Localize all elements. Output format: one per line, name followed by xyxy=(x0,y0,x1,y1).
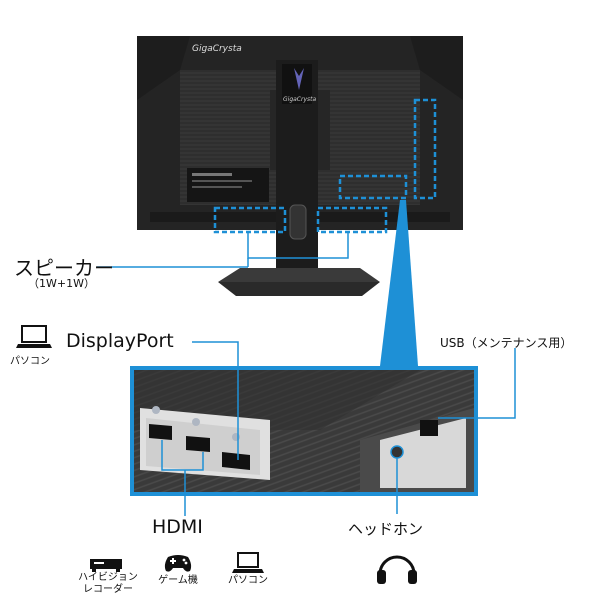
logo-text: GigaCrysta xyxy=(192,44,242,54)
brand-logo: GigaCrysta xyxy=(192,44,242,54)
port-callout-lines xyxy=(161,341,516,516)
displayport-label: DisplayPort xyxy=(66,330,174,352)
laptop-icon xyxy=(232,552,264,573)
zoom-funnel xyxy=(380,200,418,366)
laptop-icon xyxy=(16,325,52,348)
dp-device-label: パソコン xyxy=(10,356,50,367)
gamepad-label: ゲーム機 xyxy=(158,575,198,586)
speaker-title: スピーカー xyxy=(14,256,114,280)
zoom-panel xyxy=(130,366,478,496)
hdmi-label: HDMI xyxy=(152,516,203,538)
stand-logo-text: GigaCrysta xyxy=(283,96,317,103)
usb-label: USB（メンテナンス用） xyxy=(440,336,573,350)
headphone-label: ヘッドホン xyxy=(348,520,424,538)
recorder-label-line2: レコーダー xyxy=(83,584,133,595)
speaker-callout-lines xyxy=(97,232,349,268)
laptop-label: パソコン xyxy=(228,575,268,586)
recorder-label: ハイビジョン レコーダー xyxy=(76,572,140,596)
gamepad-icon xyxy=(164,555,192,572)
speaker-spec: （1W+1W） xyxy=(28,277,95,290)
recorder-label-line1: ハイビジョン xyxy=(78,572,138,583)
recorder-icon xyxy=(90,559,122,572)
monitor-back xyxy=(137,36,463,230)
stand-logo: GigaCrysta xyxy=(283,96,316,103)
headphone-icon xyxy=(377,555,417,584)
highlight-boxes xyxy=(213,98,437,234)
monitor-stand xyxy=(218,60,380,296)
